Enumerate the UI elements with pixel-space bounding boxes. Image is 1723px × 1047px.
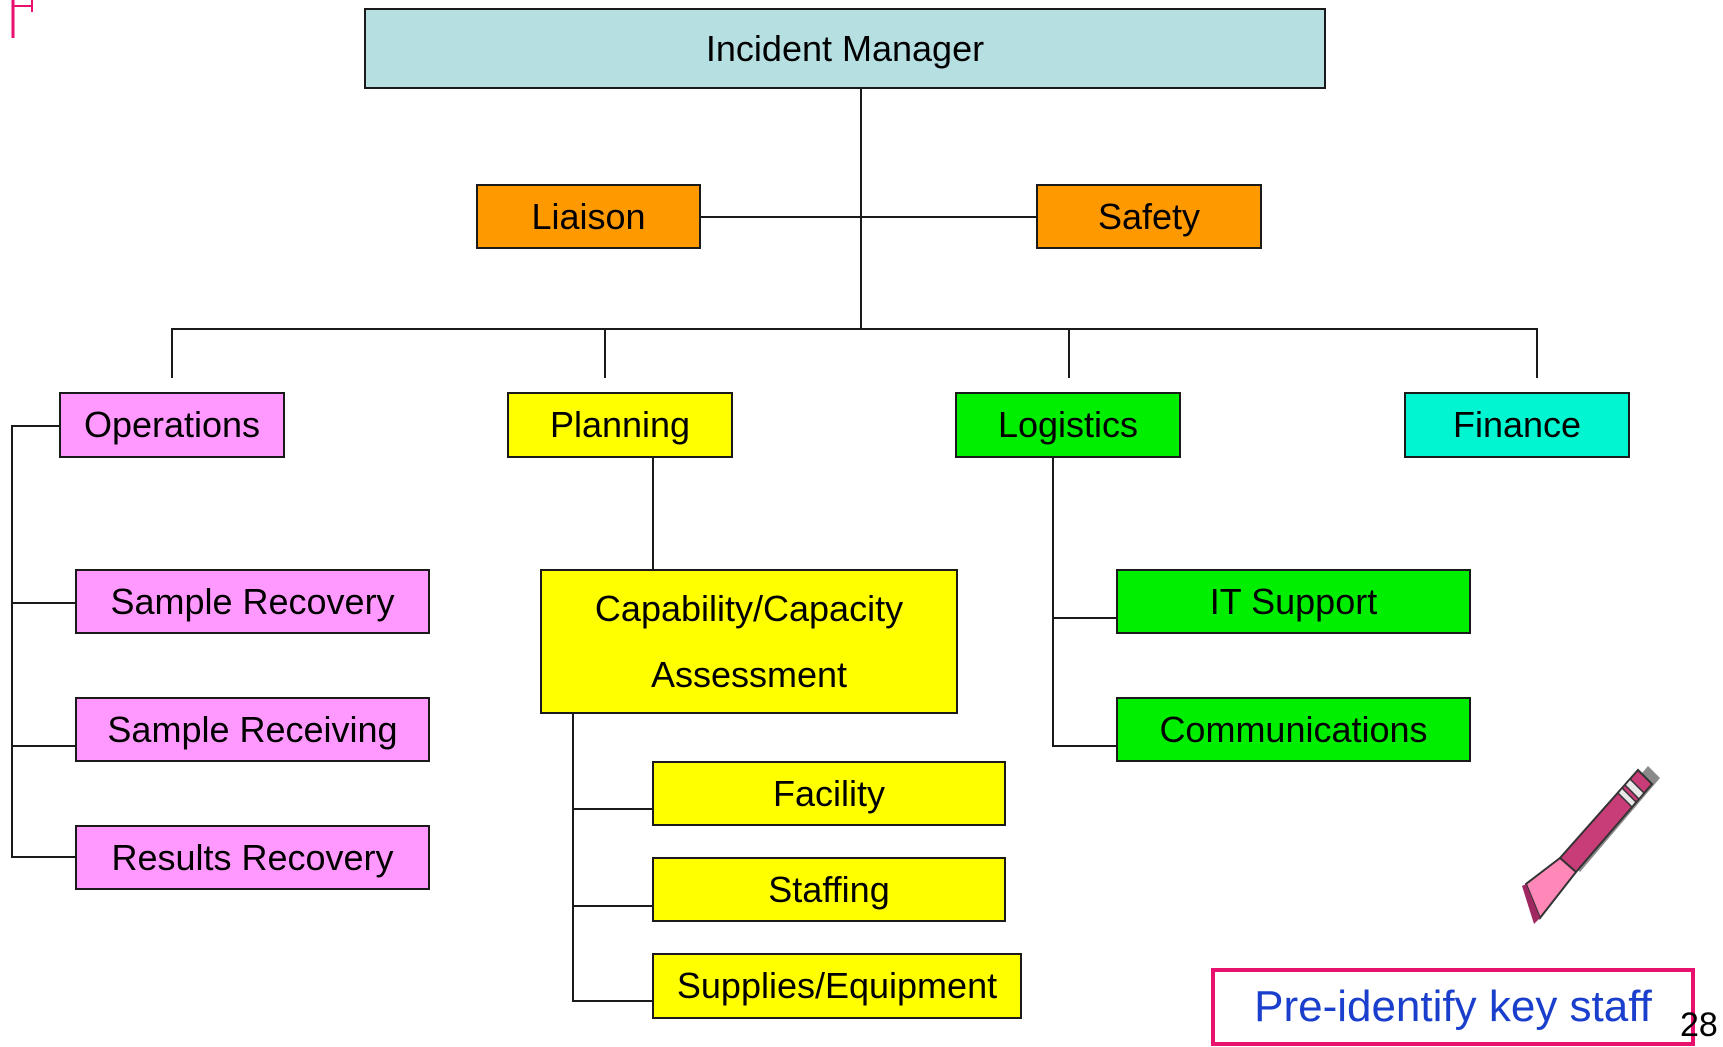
node-label: Supplies/Equipment [676,965,998,1006]
node-label: Sample Recovery [110,580,395,622]
node-incident-manager: Incident Manager [364,8,1326,89]
node-label: IT Support [1209,580,1378,622]
node-results-recovery: Results Recovery [75,825,430,890]
callout-box: Pre-identify key staff [1211,968,1695,1046]
page-number: 28 [1680,1006,1718,1044]
node-label: Communications [1159,708,1428,750]
node-supplies-equipment: Supplies/Equipment [652,953,1022,1019]
node-it-support: IT Support [1116,569,1471,634]
callout-text: Pre-identify key staff [1254,982,1652,1031]
node-label-line2: Assessment [650,653,848,695]
node-label: Logistics [997,404,1139,445]
node-label: Safety [1097,195,1201,237]
node-capability-assessment: Capability/Capacity Assessment [540,569,958,714]
node-staffing: Staffing [652,857,1006,922]
node-safety: Safety [1036,184,1262,249]
node-facility: Facility [652,761,1006,826]
node-finance: Finance [1404,392,1630,458]
node-label: Staffing [768,868,890,910]
node-logistics: Logistics [955,392,1181,458]
node-label: Planning [549,404,691,445]
node-sample-recovery: Sample Recovery [75,569,430,634]
node-operations: Operations [59,392,285,458]
node-label: Results Recovery [111,836,394,878]
corner-mark-icon [11,0,33,38]
node-label: Liaison [531,195,646,237]
node-liaison: Liaison [476,184,701,249]
node-label: Sample Receiving [107,708,398,750]
node-sample-receiving: Sample Receiving [75,697,430,762]
node-label: Incident Manager [705,27,985,69]
pencil-icon [1522,766,1660,924]
node-communications: Communications [1116,697,1471,762]
node-planning: Planning [507,392,733,458]
node-label: Finance [1452,404,1582,445]
node-label-line1: Capability/Capacity [594,587,904,629]
node-label: Operations [83,404,261,445]
node-label: Facility [772,772,885,814]
